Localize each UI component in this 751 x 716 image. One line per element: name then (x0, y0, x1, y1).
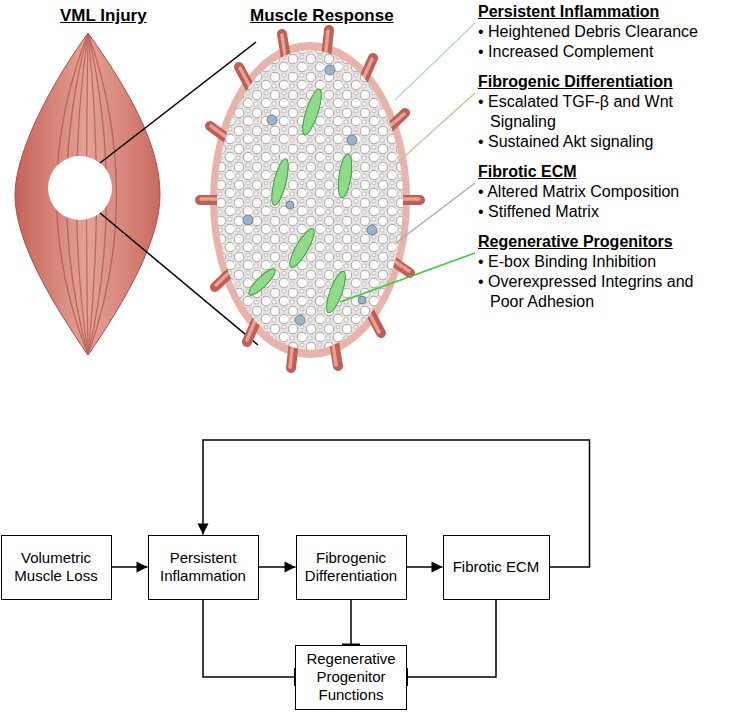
connector-line (203, 600, 295, 678)
muscle-drawing (15, 33, 160, 355)
bullet-text: • Sustained Akt signaling (478, 132, 706, 152)
bullet-text: • Escalated TGF-β and Wnt Signaling (478, 92, 706, 132)
box-text-group: Volumetric Muscle Loss (5, 549, 108, 585)
leader-line (395, 93, 475, 165)
immune-cells (243, 65, 377, 325)
bullet-text: • Heightened Debris Clearance (478, 22, 706, 42)
bullet-text: • Increased Complement (478, 42, 706, 62)
arrow-head (198, 524, 209, 535)
box-text-group: Persistent Inflammation (152, 549, 255, 585)
bullet-text: • E-box Binding Inhibition (478, 252, 706, 272)
bullet-text: • Altered Matrix Composition (478, 182, 706, 202)
box-label: Volumetric Muscle Loss (5, 549, 108, 585)
process-box: Volumetric Muscle Loss (1, 535, 112, 600)
connector-line (350, 600, 352, 645)
muscle-cross-section (200, 30, 420, 368)
inhibition-connector (342, 600, 360, 645)
leader-line (340, 253, 475, 302)
box-label: Fibrogenic Differentiation (300, 549, 403, 585)
arrow-head (137, 562, 148, 573)
injury-defect (48, 156, 112, 220)
inhibition-connector (407, 600, 496, 687)
panel-heading: VML Injury (60, 6, 147, 25)
progenitor-cells (246, 87, 354, 314)
process-box: Fibrogenic Differentiation (296, 535, 407, 600)
process-box: Persistent Inflammation (148, 535, 259, 600)
section-heading: Regenerative Progenitors (478, 232, 706, 252)
panel-heading: Muscle Response (250, 6, 394, 25)
section-heading: Fibrogenic Differentiation (478, 72, 706, 92)
box-label: Fibrotic ECM (453, 558, 540, 576)
muscle-fibers (200, 30, 420, 368)
bullet-text: • Overexpressed Integrins and Poor Adhes… (478, 272, 706, 312)
arrow-connector (259, 562, 296, 573)
section-heading: Fibrotic ECM (478, 162, 706, 182)
box-label: Regenerative Progenitor Functions (299, 650, 403, 704)
box-text-group: Fibrotic ECM (453, 558, 540, 576)
box-text-group: Fibrogenic Differentiation (300, 549, 403, 585)
process-box: Fibrotic ECM (443, 535, 550, 600)
tissue-ground (210, 42, 410, 358)
section-heading: Persistent Inflammation (478, 2, 706, 22)
muscle-outline (15, 33, 160, 355)
leader-line (396, 183, 475, 243)
arrow-head (432, 562, 443, 573)
arrow-connector (112, 562, 148, 573)
inhibition-connector (203, 600, 295, 687)
box-text-group: Regenerative Progenitor Functions (299, 650, 403, 704)
bullet-text: • Stiffened Matrix (478, 202, 706, 222)
cell-infiltrate (217, 50, 403, 350)
arrow-connector (407, 562, 443, 573)
arrow-head (285, 562, 296, 573)
process-box: Regenerative Progenitor Functions (295, 645, 407, 710)
annotation-column: Persistent Inflammation• Heightened Debr… (478, 2, 706, 312)
connector-line (407, 600, 496, 678)
box-label: Persistent Inflammation (152, 549, 255, 585)
leader-line (395, 23, 475, 100)
